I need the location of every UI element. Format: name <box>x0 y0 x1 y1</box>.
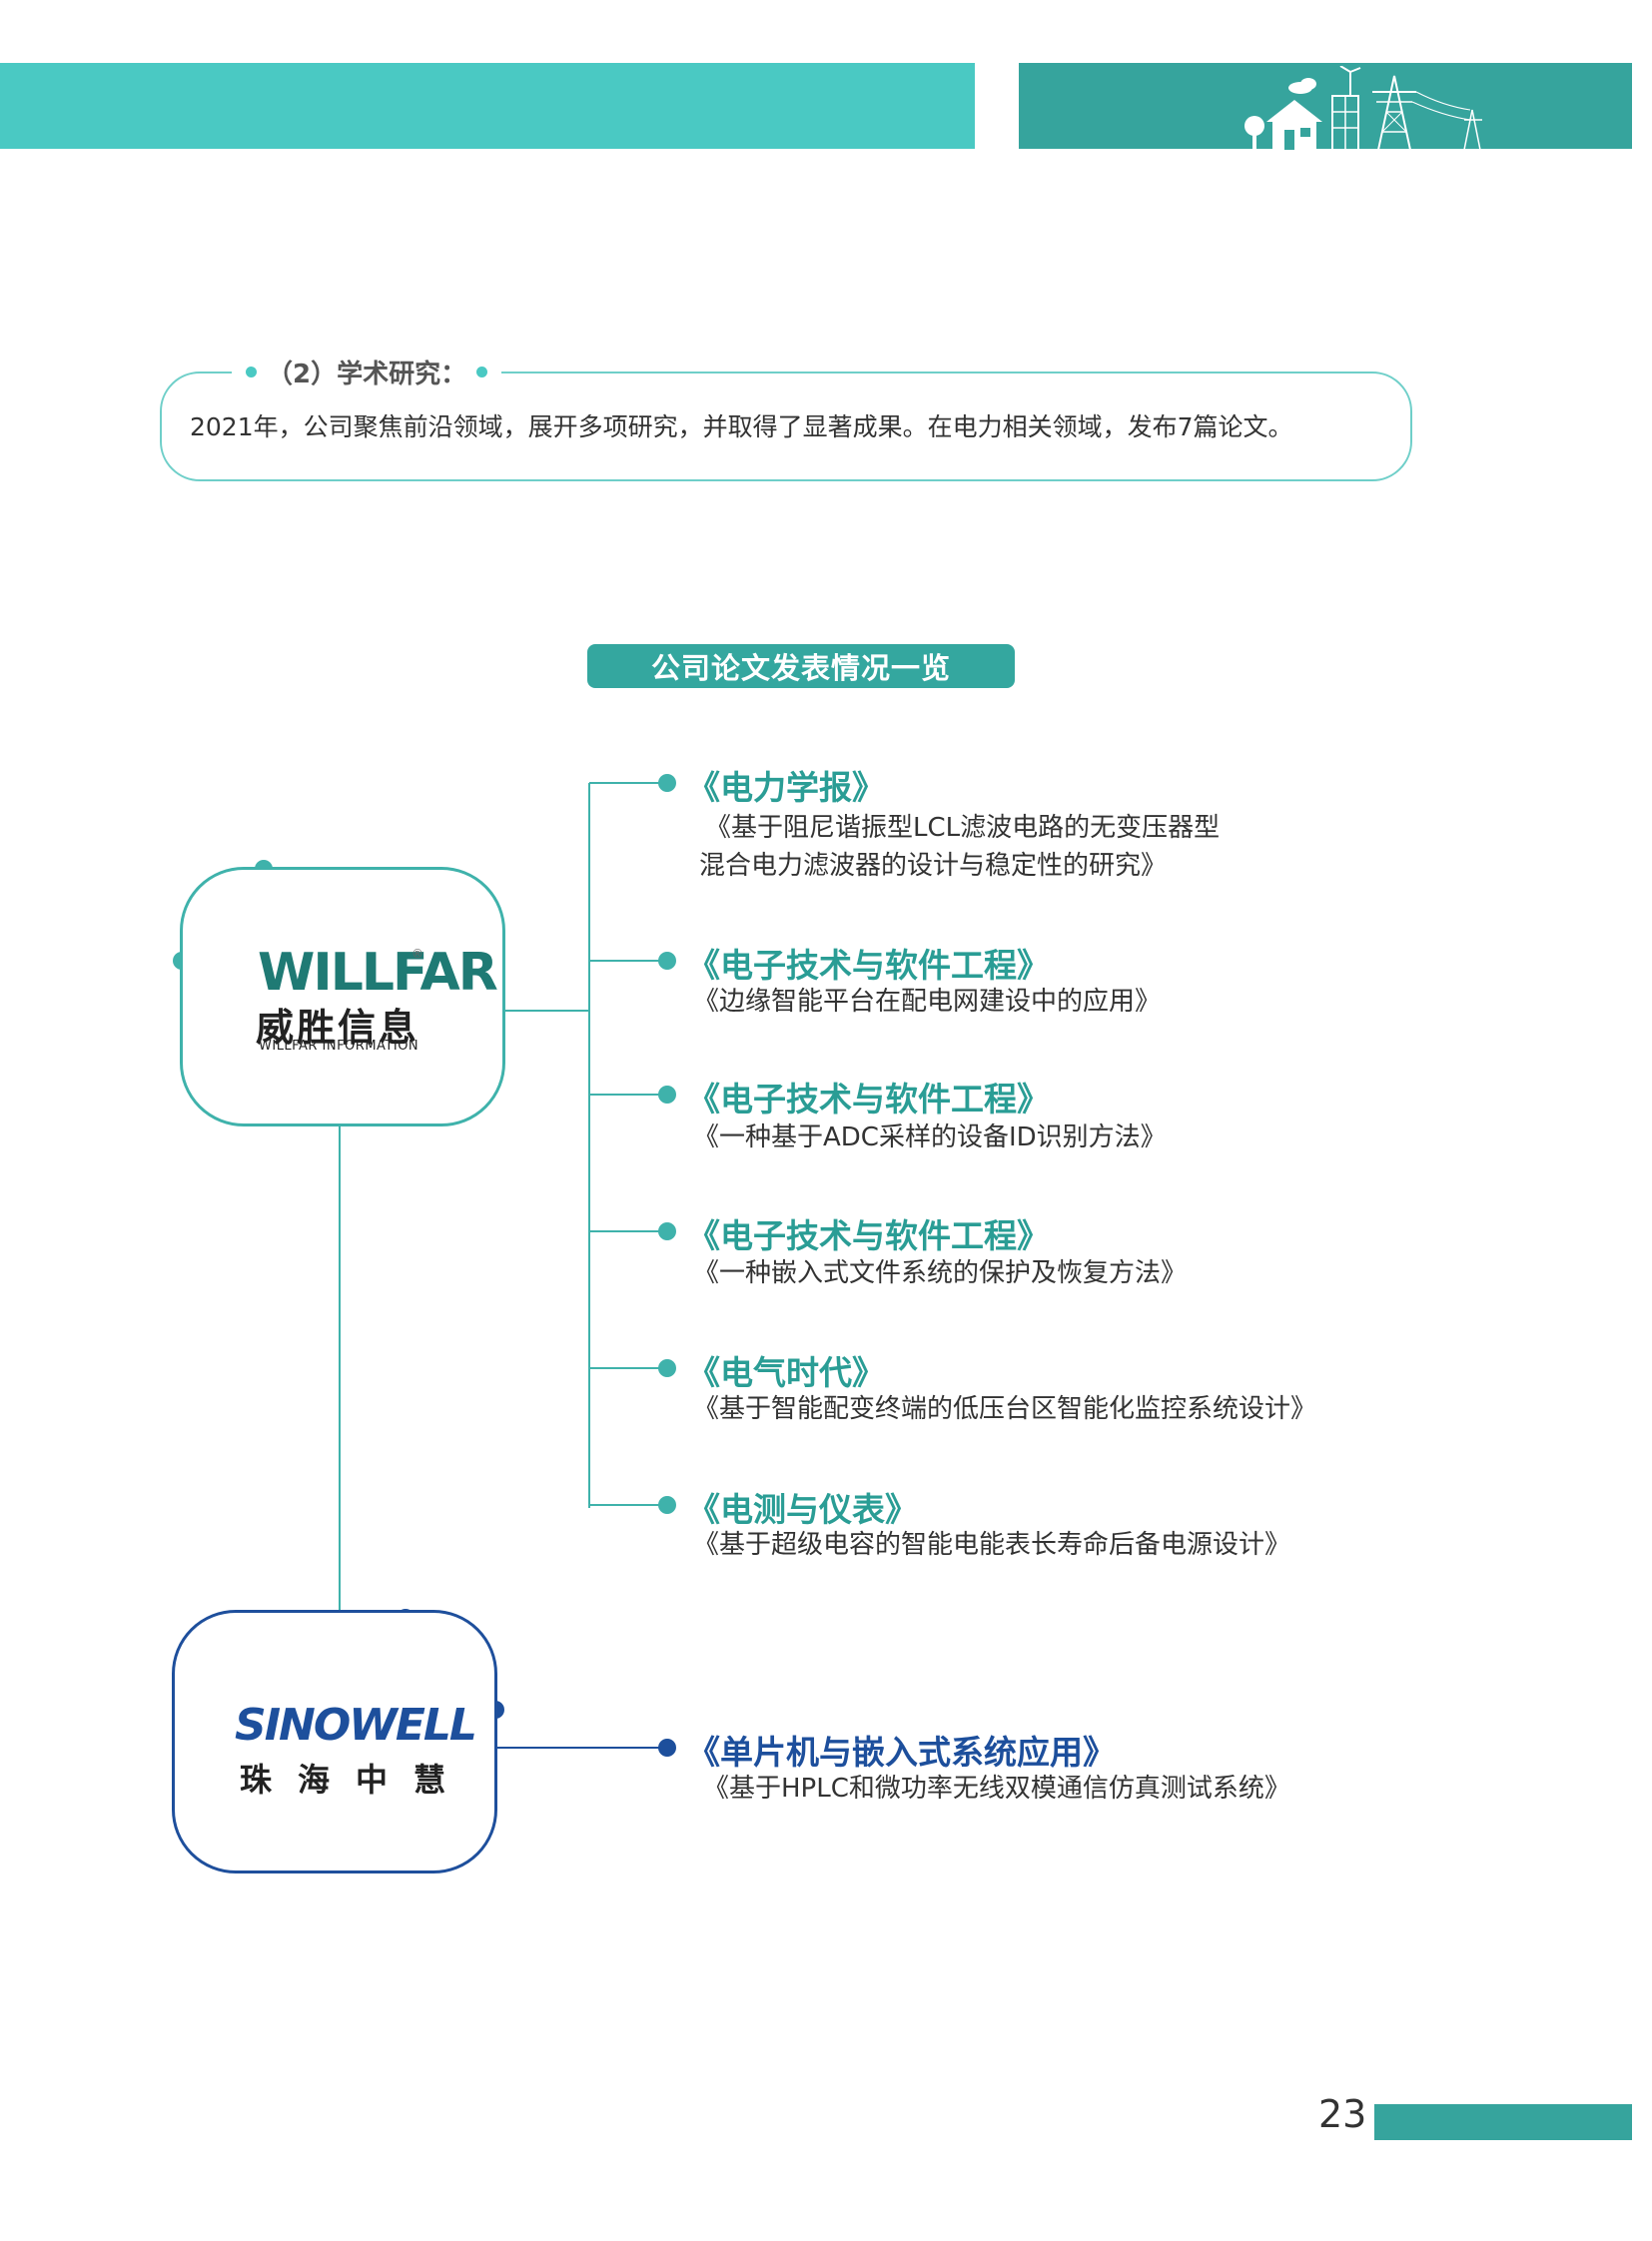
publication-title: 《基于阻尼谐振型LCL滤波电路的无变压器型 <box>705 813 1221 843</box>
research-heading-wrap: （2）学术研究： <box>232 352 502 391</box>
research-text: 2021年，公司聚焦前沿领域，展开多项研究，并取得了显著成果。在电力相关领域，发… <box>190 412 1293 441</box>
sinowell-name-cn: 珠海中慧 <box>240 1761 472 1799</box>
publication-journal: 《电子技术与软件工程》 <box>687 1216 1050 1255</box>
willfar-company-box <box>180 867 505 1126</box>
publication-title: 《边缘智能平台在配电网建设中的应用》 <box>693 987 1162 1017</box>
page-number: 23 <box>1318 2092 1367 2136</box>
willfar-registered-mark: ® <box>412 947 423 961</box>
publication-title: 《基于智能配变终端的低压台区智能化监控系统设计》 <box>693 1394 1317 1424</box>
publication-title: 《一种嵌入式文件系统的保护及恢复方法》 <box>693 1258 1188 1288</box>
header-band-left <box>0 63 975 149</box>
city-skyline-icon <box>1244 66 1482 150</box>
willfar-name-cn: 威胜信息 <box>256 1006 420 1050</box>
page-number-bar <box>1374 2104 1632 2140</box>
sinowell-logo: SINOWELL <box>235 1700 477 1751</box>
publication-journal: 《电子技术与软件工程》 <box>687 946 1050 985</box>
publication-journal: 《单片机与嵌入式系统应用》 <box>687 1733 1116 1772</box>
heading-dot-left-icon <box>246 366 257 377</box>
publication-journal: 《电力学报》 <box>687 768 885 807</box>
publication-journal: 《电子技术与软件工程》 <box>687 1080 1050 1119</box>
section-title: 公司论文发表情况一览 <box>587 644 1015 688</box>
publication-title: 《基于超级电容的智能电能表长寿命后备电源设计》 <box>693 1530 1291 1560</box>
willfar-logo: WILLFAR <box>258 943 498 1003</box>
research-box <box>160 372 1412 481</box>
header-band-right <box>1019 63 1632 149</box>
sinowell-company-box <box>172 1610 497 1873</box>
publication-journal: 《电气时代》 <box>687 1353 885 1392</box>
publication-title: 《基于HPLC和微功率无线双模通信仿真测试系统》 <box>703 1774 1290 1804</box>
willfar-name-en: WILLFAR INFORMATION <box>259 1039 419 1054</box>
research-heading: （2）学术研究： <box>267 359 467 389</box>
publication-journal: 《电测与仪表》 <box>687 1490 918 1529</box>
heading-dot-right-icon <box>476 366 488 377</box>
publication-title-line2: 混合电力滤波器的设计与稳定性的研究》 <box>699 851 1168 881</box>
publication-title: 《一种基于ADC采样的设备ID识别方法》 <box>693 1122 1167 1152</box>
